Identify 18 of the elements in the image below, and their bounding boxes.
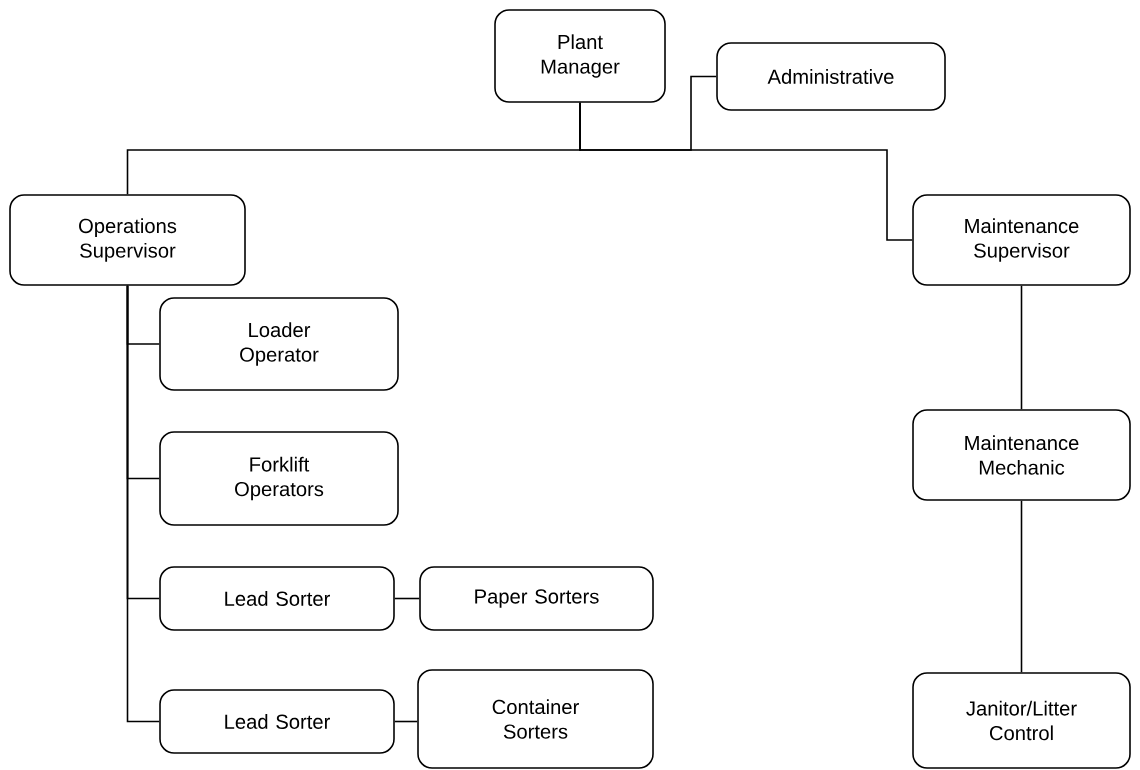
org-box: Lead Sorter bbox=[159, 566, 395, 631]
org-box: Maintenance Supervisor bbox=[912, 194, 1131, 286]
org-box: Maintenance Mechanic bbox=[912, 409, 1131, 501]
org-box: Forklift Operators bbox=[159, 431, 399, 526]
connector-line bbox=[1020, 500, 1023, 673]
connector-line bbox=[394, 720, 418, 723]
connector-line bbox=[579, 102, 913, 241]
org-box: Operations Supervisor bbox=[9, 194, 246, 286]
org-box: Loader Operator bbox=[159, 297, 399, 391]
org-box: Paper Sorters bbox=[419, 566, 654, 631]
org-box: Container Sorters bbox=[417, 669, 654, 769]
connector-line bbox=[1020, 285, 1023, 410]
org-box: Plant Manager bbox=[494, 9, 666, 103]
org-box: Janitor/Litter Control bbox=[912, 672, 1131, 769]
connector-line bbox=[126, 285, 160, 723]
org-box: Administrative bbox=[716, 42, 946, 111]
connector-line bbox=[394, 597, 420, 600]
org-box: Lead Sorter bbox=[159, 689, 395, 754]
